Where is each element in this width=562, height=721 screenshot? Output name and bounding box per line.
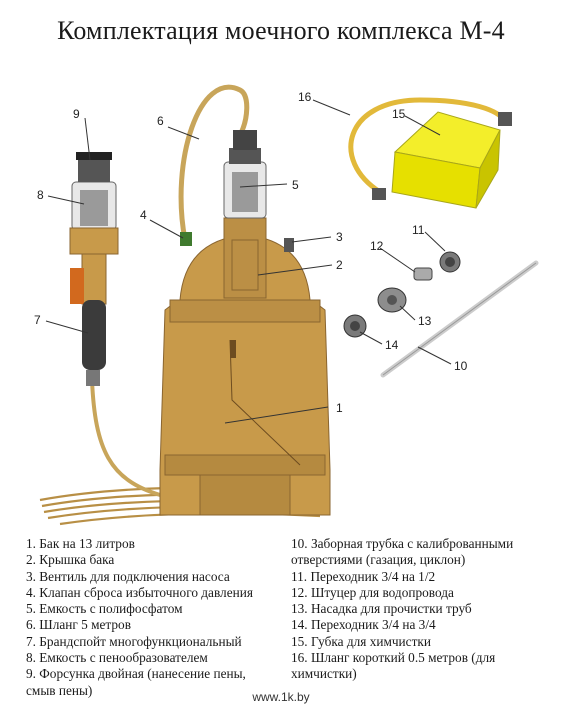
callout-5: 5 — [292, 178, 299, 192]
tank-lid — [223, 217, 267, 299]
legend-item: 11. Переходник 3/4 на 1/2 — [291, 568, 436, 584]
intake-tube-edge — [382, 262, 537, 376]
callout-13: 13 — [418, 314, 432, 328]
legend-right: 10. Заборная трубка с калиброванными отв… — [291, 536, 553, 683]
hose-lower — [90, 379, 161, 497]
fitting-12 — [413, 267, 433, 281]
spray-wand — [70, 253, 107, 386]
legend-item: 5. Емкость с полифосфатом — [26, 601, 183, 617]
valve-3 — [284, 238, 294, 252]
callout-14: 14 — [385, 338, 399, 352]
callout-7: 7 — [34, 313, 41, 327]
legend-item: отверстиями (газация, циклон) — [291, 552, 466, 568]
legend-item: 12. Штуцер для водопровода — [291, 584, 454, 600]
legend-left: 1. Бак на 13 литров 2. Крышка бака 3. Ве… — [26, 536, 288, 699]
pipe-nozzle-13 — [377, 287, 407, 313]
polyphosphate-container — [223, 130, 267, 219]
legend-item: 6. Шланг 5 метров — [26, 617, 131, 633]
double-nozzle — [76, 152, 112, 182]
foam-container — [69, 181, 119, 255]
diagram-title: Комплектация моечного комплекса М-4 — [57, 16, 505, 45]
callout-2: 2 — [336, 258, 343, 272]
adapter-14 — [343, 314, 367, 338]
legend-item: 7. Брандспойт многофункциональный — [26, 633, 242, 649]
legend-item: 10. Заборная трубка с калиброванными — [291, 536, 514, 551]
callout-8: 8 — [37, 188, 44, 202]
legend-item: 3. Вентиль для подключения насоса — [26, 568, 230, 584]
legend-item: 15. Губка для химчистки — [291, 633, 431, 649]
hose-5m — [178, 84, 250, 241]
legend-item: 1. Бак на 13 литров — [26, 536, 135, 551]
sponge — [391, 111, 501, 209]
legend-item: 13. Насадка для прочистки труб — [291, 601, 472, 617]
legend-item: 14. Переходник 3/4 на 3/4 — [291, 617, 436, 633]
relief-valve-4 — [180, 232, 192, 246]
callout-12: 12 — [370, 239, 384, 253]
callout-15: 15 — [392, 107, 406, 121]
legend-item: 2. Крышка бака — [26, 552, 115, 568]
legend-item: 16. Шланг короткий 0.5 метров (для — [291, 650, 496, 666]
callout-9: 9 — [73, 107, 80, 121]
callout-11: 11 — [412, 223, 425, 237]
callout-3: 3 — [336, 230, 343, 244]
callout-10: 10 — [454, 359, 468, 373]
callout-6: 6 — [157, 114, 164, 128]
callout-4: 4 — [140, 208, 147, 222]
callout-16: 16 — [298, 90, 312, 104]
short-hose — [348, 97, 512, 200]
legend-item: 9. Форсунка двойная (нанесение пены, — [26, 666, 246, 682]
leader-lines — [45, 99, 452, 424]
callout-1: 1 — [336, 401, 343, 415]
adapter-11 — [439, 251, 461, 273]
site-watermark: www.1k.by — [252, 690, 310, 704]
legend-item: 4. Клапан сброса избыточного давления — [26, 584, 253, 600]
legend-item: 8. Емкость с пенообразователем — [26, 650, 208, 666]
legend-item: смыв пены) — [26, 682, 93, 698]
legend-item: химчистки) — [291, 666, 357, 682]
